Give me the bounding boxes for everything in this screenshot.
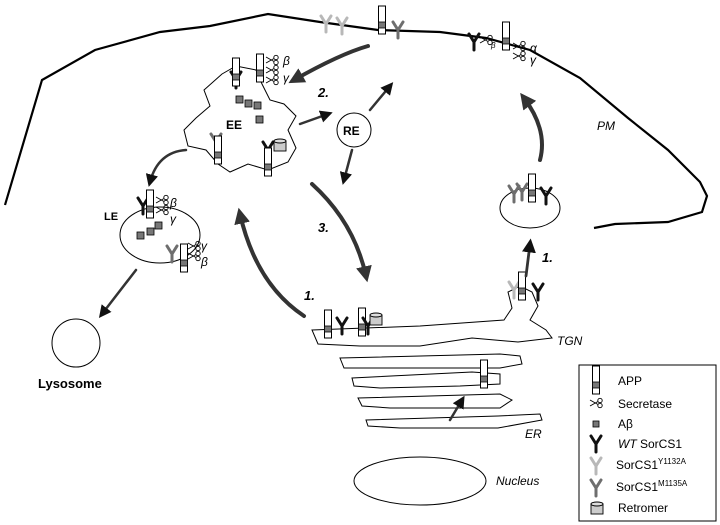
nucleus-label: Nucleus	[496, 474, 539, 488]
step-3-label: 3.	[318, 220, 329, 235]
arrow-vesicle-to-pm	[520, 92, 544, 162]
er-app	[480, 359, 488, 389]
step-2-label: 2.	[317, 85, 329, 100]
le-label: LE	[104, 211, 118, 223]
arrow-re-to-pm	[368, 82, 394, 112]
arrow-tgn-to-ee	[234, 207, 306, 318]
ee-abeta-blocks	[235, 95, 264, 124]
le-app-bottom	[180, 243, 188, 273]
secretase-icon	[155, 194, 169, 206]
ee-label: EE	[226, 118, 242, 132]
secretase-icon	[265, 64, 279, 76]
le-top-gamma-label: γ	[170, 212, 177, 226]
legend-y1132a-label: SorCS1Y1132A	[616, 457, 687, 472]
arrow-le-to-lysosome	[98, 268, 138, 318]
ee-app-bottom-left	[214, 135, 222, 165]
legend-box	[578, 364, 717, 522]
pm-app-right	[502, 21, 510, 51]
arrow-ee-to-re	[298, 110, 333, 126]
lysosome-label: Lysosome	[38, 376, 102, 391]
arrow-tgn-to-vesicle	[522, 238, 536, 278]
recycling-endosome	[336, 112, 372, 148]
legend-retromer-icon	[590, 501, 604, 515]
ee-beta-label: β	[282, 54, 290, 68]
step-1-label-right: 1.	[542, 250, 553, 265]
vesicle-app	[528, 173, 536, 203]
nucleus	[353, 456, 487, 506]
ee-app-top-right	[256, 53, 264, 83]
le-abeta-blocks	[136, 221, 163, 240]
tgn-label: TGN	[557, 334, 583, 348]
legend: APP Secretase Aβ WT SorCS1 SorCS1Y1132A …	[578, 364, 717, 522]
secretase-icon	[265, 74, 279, 86]
retromer-icon	[369, 312, 383, 326]
secretase-icon	[512, 50, 526, 62]
tgn-app-right	[518, 271, 526, 301]
le-bottom-beta-label: β	[200, 255, 208, 269]
ee-app-bottom-right	[264, 147, 272, 177]
tgn-app-left	[324, 309, 332, 339]
ee-app-top-left	[232, 57, 240, 87]
trafficking-arrows	[98, 44, 544, 422]
arrow-re-down	[339, 148, 354, 185]
legend-app-label: APP	[618, 374, 642, 388]
arrow-er-to-tgn	[448, 395, 465, 422]
arrow-step3-to-tgn	[310, 182, 372, 283]
pm-app-top	[378, 5, 386, 35]
legend-abeta-icon	[592, 420, 600, 428]
legend-wt-sorcs1-label: WT SorCS1	[618, 437, 682, 451]
legend-secretase-label: Secretase	[618, 397, 672, 411]
trans-golgi-network	[311, 285, 553, 347]
ee-gamma-label: γ	[283, 71, 290, 85]
arrow-ee-to-le	[145, 148, 188, 187]
step-1-label-left: 1.	[304, 288, 315, 303]
legend-m1135a-label: SorCS1M1135A	[616, 479, 688, 494]
legend-app-icon	[592, 365, 600, 395]
le-bottom-gamma-label: γ	[201, 239, 208, 253]
pm-label: PM	[597, 119, 615, 133]
lysosome	[51, 318, 101, 368]
pm-gamma-label: γ	[530, 53, 537, 67]
er-label: ER	[525, 427, 542, 441]
legend-retromer-label: Retromer	[618, 501, 668, 515]
arrow-pm-to-ee	[288, 44, 370, 84]
pm-alpha-label: α	[530, 41, 538, 55]
endoplasmic-reticulum	[339, 353, 543, 429]
legend-abeta-label: Aβ	[618, 417, 633, 431]
re-label: RE	[343, 124, 360, 138]
le-top-beta-label: β	[169, 196, 177, 210]
pm-beta-label: β	[490, 41, 496, 50]
le-app-top	[146, 189, 154, 219]
secretase-icon	[265, 54, 279, 66]
retromer-icon	[273, 138, 287, 152]
